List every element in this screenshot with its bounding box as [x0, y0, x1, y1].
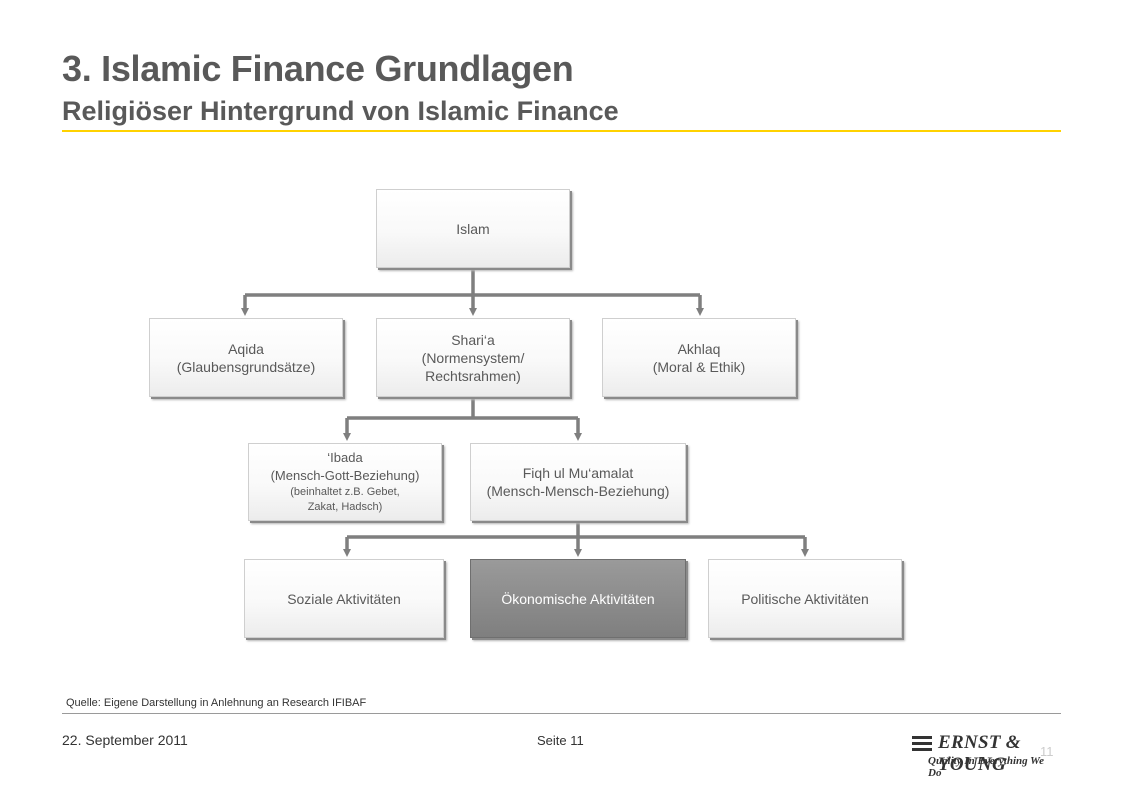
footer-page: Seite 11 — [537, 733, 584, 748]
page-number: 11 — [1040, 744, 1054, 759]
source-note: Quelle: Eigene Darstellung in Anlehnung … — [66, 697, 367, 709]
logo-name: ERNST & YOUNG — [938, 732, 1021, 775]
box-sharia-line3: Rechtsrahmen) — [425, 367, 521, 384]
box-sharia-line1: Shari‘a — [451, 331, 495, 348]
box-akhlaq-line2: (Moral & Ethik) — [652, 358, 746, 375]
box-ibada: ‘Ibada (Mensch-Gott-Beziehung) (beinhalt… — [248, 443, 442, 521]
box-akhlaq: Akhlaq (Moral & Ethik) — [602, 318, 796, 397]
box-ibada-line3: (beinhaltet z.B. Gebet, — [290, 486, 400, 498]
box-soziale-label: Soziale Aktivitäten — [287, 590, 401, 607]
box-akhlaq-line1: Akhlaq — [677, 340, 721, 357]
box-sharia-line2: (Normensystem/ — [421, 349, 525, 366]
box-politische-label: Politische Aktivitäten — [741, 590, 869, 607]
box-ibada-line2: (Mensch-Gott-Beziehung) — [270, 468, 420, 483]
page-title: 3. Islamic Finance Grundlagen — [62, 48, 574, 89]
ey-logo-icon — [912, 736, 932, 751]
box-islam-label: Islam — [456, 220, 490, 237]
box-aqida-line1: Aqida — [228, 340, 264, 357]
box-oekonomische-aktivitaeten: Ökonomische Aktivitäten — [470, 559, 686, 638]
footer-divider — [62, 713, 1061, 714]
page-subtitle: Religiöser Hintergrund von Islamic Finan… — [62, 96, 619, 126]
box-fiqh: Fiqh ul Mu‘amalat (Mensch-Mensch-Beziehu… — [470, 443, 686, 521]
box-ibada-line4: Zakat, Hadsch) — [307, 501, 383, 513]
footer-date: 22. September 2011 — [62, 732, 188, 748]
ernst-young-logo: ERNST & YOUNG Quality In Everything We D… — [910, 732, 1060, 779]
box-islam: Islam — [376, 189, 570, 268]
box-politische-aktivitaeten: Politische Aktivitäten — [708, 559, 902, 638]
box-aqida-line2: (Glaubensgrundsätze) — [176, 358, 316, 375]
box-ibada-line1: ‘Ibada — [327, 450, 363, 465]
box-oekonomische-label: Ökonomische Aktivitäten — [501, 590, 655, 607]
box-fiqh-line1: Fiqh ul Mu‘amalat — [522, 465, 634, 481]
box-aqida: Aqida (Glaubensgrundsätze) — [149, 318, 343, 397]
box-fiqh-line2: (Mensch-Mensch-Beziehung) — [486, 483, 670, 499]
box-sharia: Shari‘a (Normensystem/ Rechtsrahmen) — [376, 318, 570, 397]
title-divider — [62, 130, 1061, 132]
logo-tagline: Quality In Everything We Do — [928, 755, 1045, 779]
box-soziale-aktivitaeten: Soziale Aktivitäten — [244, 559, 444, 638]
